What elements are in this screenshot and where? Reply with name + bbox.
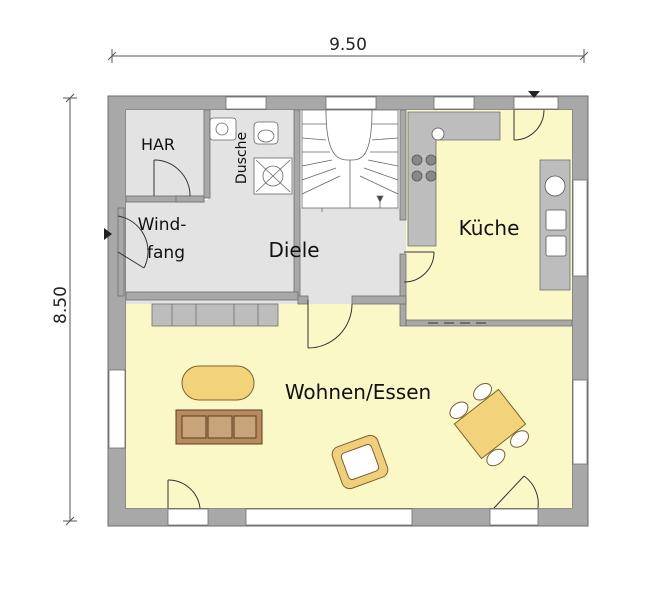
- room-label-windfang-1: Wind-: [138, 215, 187, 235]
- height-dimension-label: 8.50: [51, 286, 71, 324]
- kitchen-floor: [406, 110, 572, 326]
- room-label-har: HAR: [141, 135, 175, 154]
- coffee-table: [181, 365, 255, 401]
- kitchen-appliances: [411, 127, 567, 257]
- height-dimension: [63, 93, 77, 526]
- sink-icon: [215, 122, 229, 136]
- bathroom-fixtures: [209, 117, 293, 195]
- windows: [108, 96, 588, 526]
- har-floor: [126, 110, 204, 200]
- staircase: [301, 109, 399, 212]
- cooktop-icon: [411, 154, 423, 166]
- room-label-dusche: Dusche: [234, 132, 250, 184]
- width-dimension-label: 9.50: [329, 35, 367, 55]
- width-dimension: [107, 49, 589, 63]
- door-marker-icon: [528, 91, 540, 98]
- room-label-diele: Diele: [268, 238, 319, 262]
- room-label-windfang-2: fang: [147, 243, 185, 263]
- kitchen-sink-icon: [431, 127, 445, 141]
- room-label-kueche: Küche: [459, 216, 520, 240]
- sideboard: [151, 303, 279, 327]
- entrance-arrow-icon: [104, 228, 112, 240]
- toilet-icon: [257, 129, 275, 143]
- room-label-wohnen: Wohnen/Essen: [285, 380, 431, 404]
- hall-floor: [126, 200, 406, 304]
- armchair: [331, 434, 389, 490]
- sofa: [175, 409, 263, 445]
- doors: [117, 109, 545, 509]
- dining-set: [449, 382, 529, 467]
